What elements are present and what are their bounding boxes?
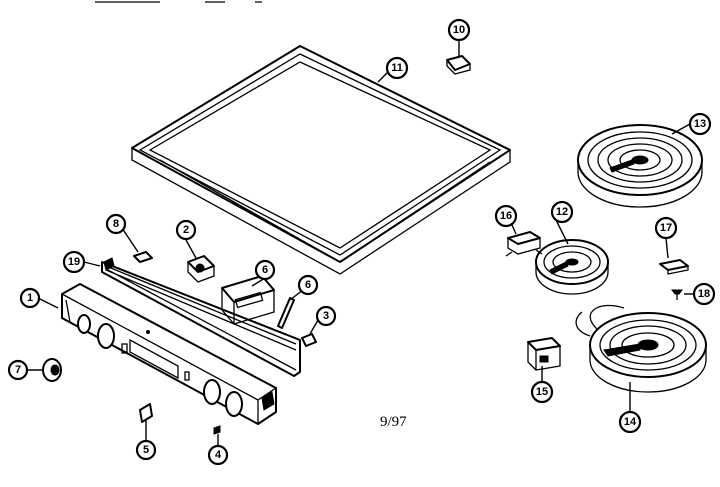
callout-6b-label: 6 [305,279,311,291]
limiter-part-16 [505,231,543,257]
callout-18-label: 18 [698,288,710,300]
callout-4: 4 [207,444,229,466]
callout-19: 19 [62,250,86,274]
callout-2-label: 2 [183,224,189,236]
callout-7: 7 [7,359,29,381]
callout-12-label: 12 [556,206,568,218]
trim-strip-19 [101,257,301,377]
control-module-6 [221,275,275,325]
callout-2: 2 [175,219,197,241]
control-panel-1 [61,283,277,425]
callout-10-label: 10 [453,24,465,36]
callout-8: 8 [105,213,127,235]
clip-part-9 [133,251,153,263]
callout-3-label: 3 [323,310,329,322]
callout-11: 11 [385,56,409,80]
rod-part-8 [277,297,295,329]
callout-6a-label: 6 [262,264,268,276]
callout-13-label: 13 [694,118,706,130]
callout-16: 16 [494,204,518,228]
callout-11-label: 11 [391,62,403,74]
callout-17-label: 17 [660,222,672,234]
callout-1-label: 1 [27,292,33,304]
callout-4-label: 4 [215,449,222,461]
callout-3: 3 [315,305,337,327]
callout-5-label: 5 [143,444,149,456]
callout-17: 17 [654,216,678,240]
date-code: 9/97 [380,414,407,430]
callout-16-label: 16 [500,210,512,222]
callout-6a: 6 [254,259,276,281]
switch-part-2 [187,255,215,283]
callout-18: 18 [692,282,716,306]
callout-14-label: 14 [624,416,637,428]
callout-1: 1 [19,287,41,309]
cooktop-frame [131,45,511,275]
bracket-part-17 [659,259,689,275]
callout-7-label: 7 [15,364,21,376]
small-radiant-element-12 [535,239,609,295]
callout-12: 12 [550,200,574,224]
large-element-14 [575,304,707,393]
callout-15: 15 [530,380,554,404]
switch-block-15 [527,337,561,371]
large-radiant-element-13 [577,124,703,208]
knob-part-7 [42,358,62,382]
callout-6b: 6 [297,274,319,296]
callout-8-label: 8 [113,218,119,230]
clip-part-4 [213,425,221,435]
callout-13: 13 [688,112,712,136]
screw-part-18 [671,289,683,300]
callout-15-label: 15 [536,386,548,398]
insert-part-3 [301,333,317,347]
callout-5: 5 [135,439,157,461]
switch-part-5 [139,403,153,423]
callout-10: 10 [447,18,471,42]
callout-19-label: 19 [68,256,80,268]
clip-part-10 [446,55,471,75]
callout-14: 14 [618,410,642,434]
